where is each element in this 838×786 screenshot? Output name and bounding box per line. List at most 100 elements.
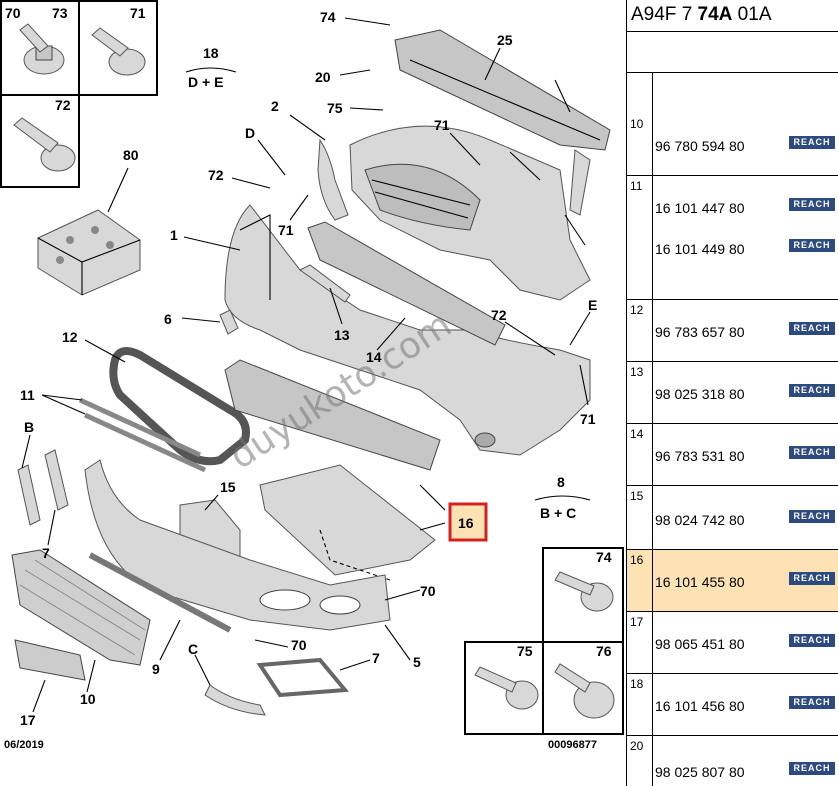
callout-71: 71 [130, 5, 146, 21]
callout-7-bottom: 7 [372, 650, 380, 666]
callout-1: 1 [170, 227, 178, 243]
callout-71-left: 71 [278, 222, 294, 238]
callout-70-right: 70 [420, 583, 436, 599]
reach-badge: REACH [789, 198, 835, 211]
reach-badge: REACH [789, 634, 835, 647]
callout-16-highlight [448, 502, 488, 542]
bracket-b-left [17, 464, 41, 526]
callout-74-box: 74 [596, 549, 612, 565]
part-row-11[interactable]: 11 16 101 447 80 REACH 16 101 449 80 REA… [627, 176, 838, 300]
part-row-18[interactable]: 18 16 101 456 80 REACH [627, 674, 838, 736]
chrome-strips-11 [78, 397, 207, 473]
callout-5: 5 [413, 654, 421, 670]
blank-row [627, 32, 838, 73]
ref-code: 00096877 [548, 739, 597, 751]
trim-c [204, 684, 266, 716]
lower-absorber [224, 359, 441, 471]
callout-76-box: 76 [596, 643, 612, 659]
title-bold: 74A [697, 4, 733, 25]
reach-badge: REACH [789, 322, 835, 335]
upper-grille-frame [349, 125, 591, 301]
row-index: 14 [630, 427, 644, 441]
callout-75-box: 75 [517, 643, 533, 659]
part-row-12[interactable]: 12 96 783 657 80 REACH [627, 300, 838, 362]
callout-17: 17 [20, 712, 36, 728]
callout-25: 25 [497, 32, 513, 48]
part-number[interactable]: 16 101 456 80 [655, 698, 745, 714]
row-index: 12 [630, 303, 644, 317]
row-index: 17 [630, 615, 644, 629]
callout-8: 8 [557, 474, 565, 490]
callout-74-top: 74 [320, 9, 336, 25]
part-row-15[interactable]: 15 98 024 742 80 REACH [627, 486, 838, 550]
mesh-grille-10 [11, 549, 151, 666]
row-index: 11 [630, 179, 643, 193]
part-row-16[interactable]: 16 16 101 455 80 REACH [627, 550, 838, 612]
part-number[interactable]: 98 025 318 80 [655, 386, 745, 402]
callout-18: 18 [203, 45, 219, 61]
reach-badge: REACH [789, 384, 835, 397]
side-bracket-2 [317, 138, 349, 221]
date-code: 06/2019 [4, 739, 44, 751]
title-prefix: A94F 7 [631, 4, 698, 25]
callout-9: 9 [152, 661, 160, 677]
part-row-17[interactable]: 17 98 065 451 80 REACH [627, 612, 838, 674]
callout-13: 13 [334, 327, 350, 343]
callout-d-e: D + E [188, 74, 223, 90]
callout-e: E [588, 297, 597, 313]
row-index: 16 [630, 553, 644, 567]
part-row-14[interactable]: 14 96 783 531 80 REACH [627, 424, 838, 486]
part-number[interactable]: 96 783 531 80 [655, 448, 745, 464]
trim-13 [299, 264, 351, 303]
fastener-box-70-73 [0, 0, 158, 188]
part-number[interactable]: 16 101 455 80 [655, 574, 745, 590]
lower-bumper-5 [84, 459, 391, 631]
row-index: 20 [630, 739, 644, 753]
callout-70: 70 [5, 5, 21, 21]
fastener-box-74-75-76 [464, 547, 624, 735]
part-number[interactable]: 98 025 807 80 [655, 764, 745, 780]
callout-16: 16 [458, 515, 474, 531]
callout-7-left: 7 [42, 545, 50, 561]
callout-71-right: 71 [580, 411, 596, 427]
callout-2: 2 [271, 98, 279, 114]
title-suffix: 01A [732, 4, 772, 25]
reach-badge: REACH [789, 239, 835, 252]
impact-beam-25 [394, 29, 611, 216]
row-index: 18 [630, 677, 644, 691]
callout-b: B [24, 419, 34, 435]
trim-7-lower [256, 657, 350, 698]
row-index: 13 [630, 365, 644, 379]
grille-surround-12 [109, 347, 250, 466]
plate-17 [14, 639, 86, 681]
part-row-10[interactable]: 10 96 780 594 80 REACH [627, 114, 838, 176]
clip-kit-80 [37, 167, 141, 296]
header-divider [652, 72, 653, 114]
part-number[interactable]: 98 024 742 80 [655, 512, 745, 528]
row-index: 15 [630, 489, 644, 503]
callout-d: D [245, 125, 255, 141]
callout-b-c: B + C [540, 505, 576, 521]
callout-12: 12 [62, 329, 78, 345]
part-number[interactable]: 96 783 657 80 [655, 324, 745, 340]
reach-badge: REACH [789, 572, 835, 585]
part-number[interactable]: 98 065 451 80 [655, 636, 745, 652]
clip-6 [219, 309, 239, 335]
callout-71-center: 71 [434, 117, 450, 133]
part-number[interactable]: 96 780 594 80 [655, 138, 745, 154]
part-row-20[interactable]: 20 98 025 807 80 REACH [627, 736, 838, 786]
part-number[interactable]: 16 101 447 80 [655, 200, 745, 216]
reach-badge: REACH [789, 696, 835, 709]
part-row-13[interactable]: 13 98 025 318 80 REACH [627, 362, 838, 424]
reach-badge: REACH [789, 446, 835, 459]
parts-diagram: 70 73 71 72 80 18 D + E 74 25 20 75 2 71… [0, 0, 624, 751]
callout-72-left: 72 [208, 167, 224, 183]
skid-plate-16 [259, 464, 436, 576]
strip-9 [88, 552, 232, 633]
callout-70-bottom: 70 [291, 637, 307, 653]
callout-72: 72 [55, 97, 71, 113]
part-number[interactable]: 16 101 449 80 [655, 241, 745, 257]
callout-c: C [188, 641, 198, 657]
bracket-b-right [44, 449, 69, 511]
callout-14: 14 [366, 349, 382, 365]
